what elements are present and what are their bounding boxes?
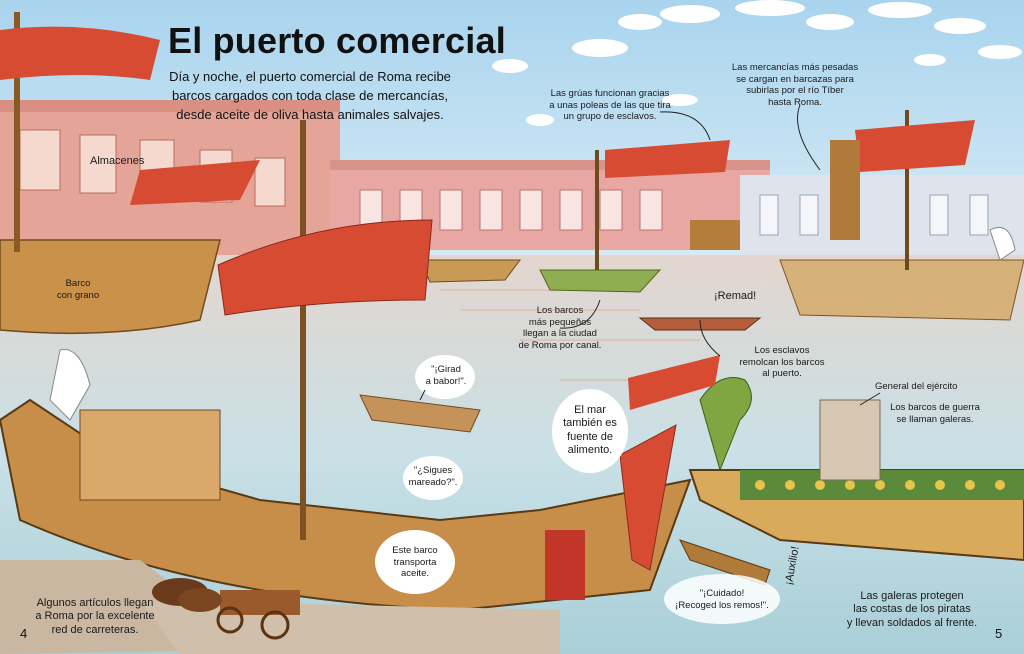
label-roads-line-3: red de carreteras. xyxy=(51,623,139,636)
intro-line-1: Día y noche, el puerto comercial de Roma… xyxy=(169,69,451,84)
label-oil-ship-line-2: transporta xyxy=(393,556,437,568)
grain-ship xyxy=(0,12,260,335)
label-cuidado-line-1: "¡Cuidado! xyxy=(699,588,745,599)
label-small-boats-line-3: llegan a la ciudad xyxy=(523,328,597,340)
label-grain-ship-line-1: Barco xyxy=(65,278,91,289)
label-cuidado: "¡Cuidado! ¡Recoged los remos!". xyxy=(672,588,772,611)
label-war-ships-line-2: se llaman galeras. xyxy=(896,413,974,425)
label-heavy-goods-line-3: subirlas por el río Tíber xyxy=(746,85,844,97)
label-roads: Algunos artículos llegan a Roma por la e… xyxy=(30,597,160,637)
label-girad-line-2: a babor!". xyxy=(425,375,467,387)
label-oil-ship-line-1: Este barco xyxy=(392,545,438,556)
label-seasick-line-2: mareado?". xyxy=(408,476,458,488)
label-roads-line-2: a Roma por la excelente xyxy=(35,610,155,623)
label-sea-food: El mar también es fuente de alimento. xyxy=(560,404,620,458)
label-oil-ship: Este barco transporta aceite. xyxy=(385,545,445,580)
label-roads-line-1: Algunos artículos llegan xyxy=(36,597,154,609)
bubble-sea xyxy=(552,389,628,473)
label-heavy-goods-line-4: hasta Roma. xyxy=(768,96,822,108)
label-oil-ship-line-3: aceite. xyxy=(401,568,429,580)
label-slaves-tow-line-1: Los esclavos xyxy=(754,345,810,356)
label-heavy-goods: Las mercancías más pesadas se cargan en … xyxy=(725,62,865,108)
label-sea-food-line-4: alimento. xyxy=(567,444,613,457)
label-girad: "¡Girad a babor!". xyxy=(420,364,472,387)
label-small-boats-line-1: Los barcos xyxy=(536,305,584,316)
horse-cart xyxy=(152,578,300,640)
bubble-oil xyxy=(375,530,455,594)
label-girad-line-1: "¡Girad xyxy=(431,364,461,375)
label-general: General del ejército xyxy=(875,381,958,392)
intro-text: Día y noche, el puerto comercial de Roma… xyxy=(140,68,480,125)
label-heavy-goods-line-1: Las mercancías más pesadas xyxy=(731,62,859,73)
label-slaves-tow-line-3: al puerto. xyxy=(762,368,802,380)
label-small-boats-line-2: más pequeños xyxy=(528,316,592,328)
oil-ship xyxy=(0,120,692,612)
label-cuidado-line-2: ¡Recoged los remos!". xyxy=(675,599,769,611)
warehouse-right xyxy=(330,160,1024,260)
bubble-seasick xyxy=(403,456,463,500)
intro-line-3: desde aceite de oliva hasta animales sal… xyxy=(176,106,444,122)
label-grain-ship: Barco con grano xyxy=(48,278,108,301)
label-galleys-protect-line-1: Las galeras protegen xyxy=(860,590,964,602)
bubble-girad xyxy=(415,355,475,399)
rowing-boat-center xyxy=(359,394,481,433)
label-war-ships: Los barcos de guerra se llaman galeras. xyxy=(880,402,990,425)
label-slaves-tow-line-2: remolcan los barcos xyxy=(739,356,825,368)
label-sea-food-line-1: El mar xyxy=(574,404,606,416)
label-cranes-line-1: Las grúas funcionan gracias xyxy=(550,88,670,99)
page-number-left: 4 xyxy=(20,626,28,641)
label-almacenes: Almacenes xyxy=(90,155,145,167)
label-grain-ship-line-2: con grano xyxy=(56,289,100,301)
label-galleys-protect-line-2: las costas de los piratas xyxy=(853,603,971,616)
label-remad: ¡Remad! xyxy=(714,290,757,302)
label-small-boats-line-4: de Roma por canal. xyxy=(518,339,602,351)
label-cranes: Las grúas funcionan gracias a unas polea… xyxy=(540,88,680,123)
label-cranes-line-2: a unas poleas de las que tira xyxy=(549,99,671,111)
page-title: El puerto comercial xyxy=(168,20,506,61)
label-small-boats: Los barcos más pequeños llegan a la ciud… xyxy=(505,305,615,351)
intro-line-2: barcos cargados con toda clase de mercan… xyxy=(171,87,449,103)
label-cranes-line-3: un grupo de esclavos. xyxy=(563,111,657,123)
label-war-ships-line-1: Los barcos de guerra xyxy=(890,402,980,413)
bubble-cuidado xyxy=(664,574,780,624)
label-seasick-line-1: "¿Sigues xyxy=(413,465,453,476)
page-number-right: 5 xyxy=(995,626,1003,641)
war-galley xyxy=(628,355,1024,562)
clouds xyxy=(492,0,1022,126)
label-slaves-tow: Los esclavos remolcan los barcos al puer… xyxy=(732,345,832,380)
label-sea-food-line-2: también es xyxy=(563,417,617,430)
label-heavy-goods-line-2: se cargan en barcazas para xyxy=(736,73,854,85)
label-galleys-protect-line-3: y llevan soldados al frente. xyxy=(846,616,978,629)
swan-figurehead xyxy=(989,227,1016,261)
label-sea-food-line-3: fuente de xyxy=(567,430,613,443)
background-ships xyxy=(419,110,1024,321)
label-galleys-protect: Las galeras protegen las costas de los p… xyxy=(838,590,986,630)
label-seasick: "¿Sigues mareado?". xyxy=(405,465,461,488)
